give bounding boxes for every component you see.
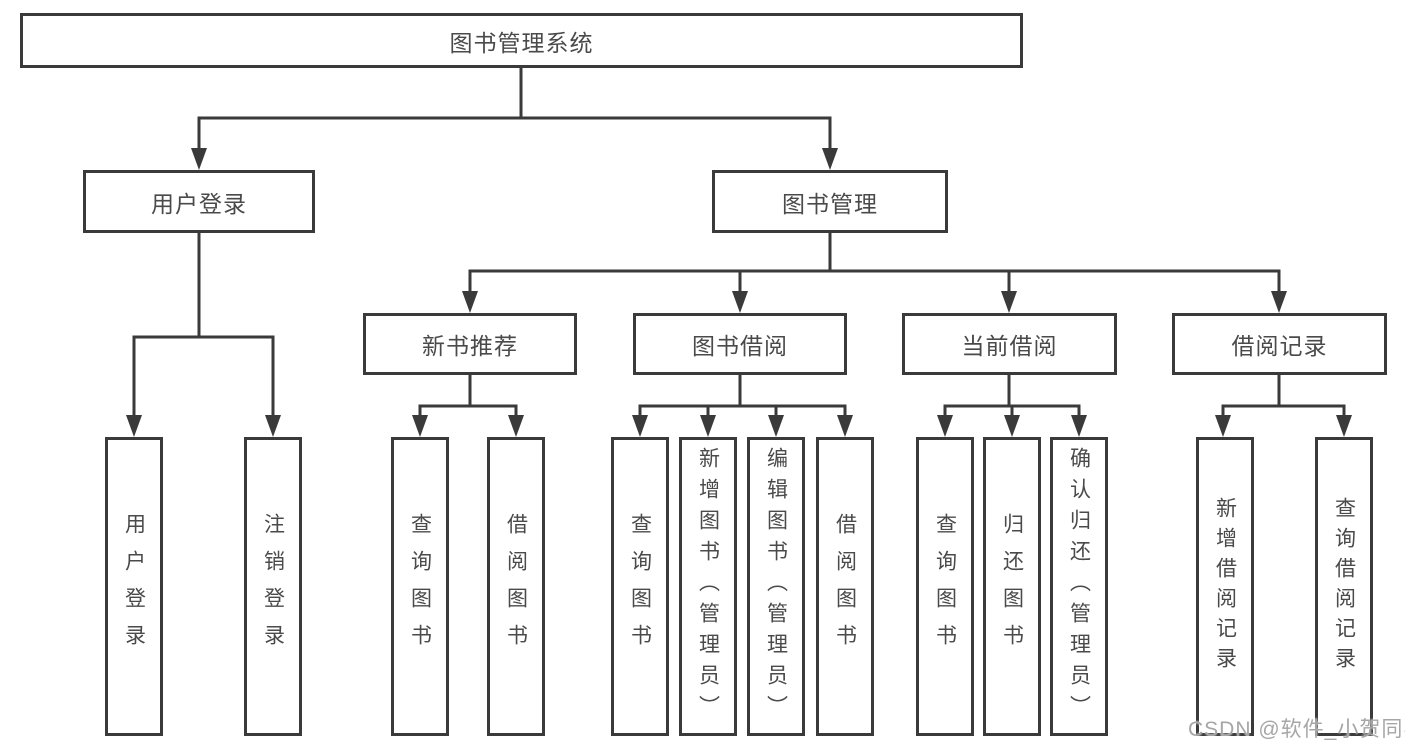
leaf-query-borrow-record: 查询借阅记录 bbox=[1315, 437, 1373, 736]
leaf-query-book-current: 查询图书 bbox=[916, 437, 974, 736]
watermark: CSDN @软件_小贺同学 bbox=[1188, 718, 1405, 741]
node-user-login: 用户登录 bbox=[83, 170, 315, 233]
leaf-logout-login: 注销登录 bbox=[244, 437, 302, 736]
leaf-query-book-borrow: 查询图书 bbox=[611, 437, 669, 736]
leaf-add-borrow-record: 新增借阅记录 bbox=[1196, 437, 1254, 736]
leaf-query-book-recommend: 查询图书 bbox=[391, 437, 449, 736]
node-current-borrow: 当前借阅 bbox=[902, 313, 1117, 375]
leaf-return-book: 归还图书 bbox=[983, 437, 1041, 736]
leaf-borrow-book: 借阅图书 bbox=[816, 437, 874, 736]
leaf-edit-book-admin: 编辑图书（管理员） bbox=[747, 437, 805, 736]
node-book-borrow: 图书借阅 bbox=[633, 313, 847, 375]
leaf-borrow-book-recommend: 借阅图书 bbox=[487, 437, 545, 736]
node-library-management-system: 图书管理系统 bbox=[20, 13, 1023, 68]
node-book-management: 图书管理 bbox=[712, 170, 948, 233]
leaf-confirm-return-admin: 确认归还（管理员） bbox=[1050, 437, 1108, 736]
node-new-book-recommend: 新书推荐 bbox=[363, 313, 577, 375]
leaf-add-book-admin: 新增图书（管理员） bbox=[679, 437, 737, 736]
leaf-user-login: 用户登录 bbox=[105, 437, 163, 736]
node-borrow-record: 借阅记录 bbox=[1172, 313, 1387, 375]
